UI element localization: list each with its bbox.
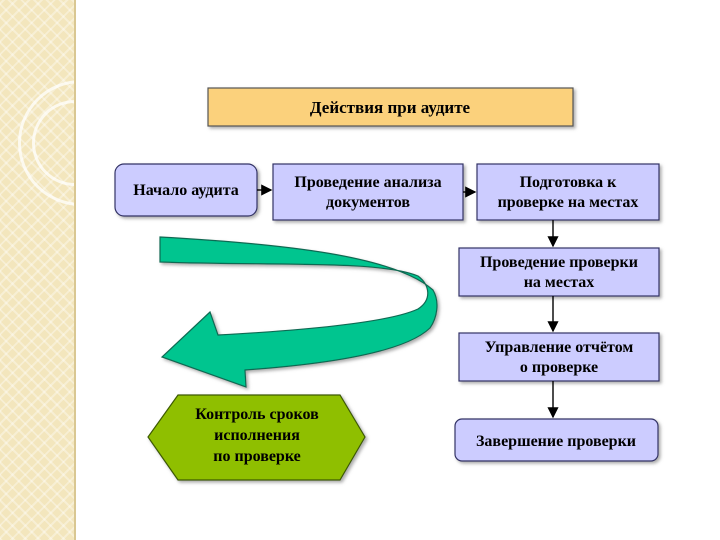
node-onsite-line1: Проведение проверки [480, 254, 638, 271]
node-prepare-line2: проверке на местах [498, 194, 639, 211]
node-onsite: Проведение проверки на местах [458, 247, 660, 297]
node-finish-label: Завершение проверки [476, 433, 636, 450]
decorative-ring [18, 80, 144, 206]
node-prepare-line1: Подготовка к [520, 174, 618, 191]
node-control-line1: Контроль сроков [195, 406, 319, 423]
node-analysis-line2: документов [326, 194, 410, 211]
side-strip-edge [74, 0, 76, 540]
node-prepare: Подготовка к проверке на местах [476, 163, 660, 221]
node-finish: Завершение проверки [454, 418, 659, 462]
diagram-title: Действия при аудите [310, 98, 471, 117]
decorative-side-strip [0, 0, 144, 540]
node-report: Управление отчётом о проверке [458, 332, 660, 382]
node-analysis: Проведение анализа документов [272, 163, 464, 221]
node-control: Контроль сроков исполнения по проверке [147, 394, 366, 481]
node-control-line3: по проверке [213, 448, 301, 465]
node-start: Начало аудита [114, 163, 258, 217]
node-start-label: Начало аудита [133, 182, 239, 199]
title-box: Действия при аудите [207, 87, 574, 127]
feedback-curved-arrow [159, 236, 438, 388]
node-onsite-line2: на местах [524, 274, 595, 291]
node-report-line1: Управление отчётом [485, 339, 634, 356]
node-control-line2: исполнения [214, 427, 300, 444]
node-analysis-line1: Проведение анализа [294, 174, 441, 191]
node-report-line2: о проверке [520, 359, 598, 376]
